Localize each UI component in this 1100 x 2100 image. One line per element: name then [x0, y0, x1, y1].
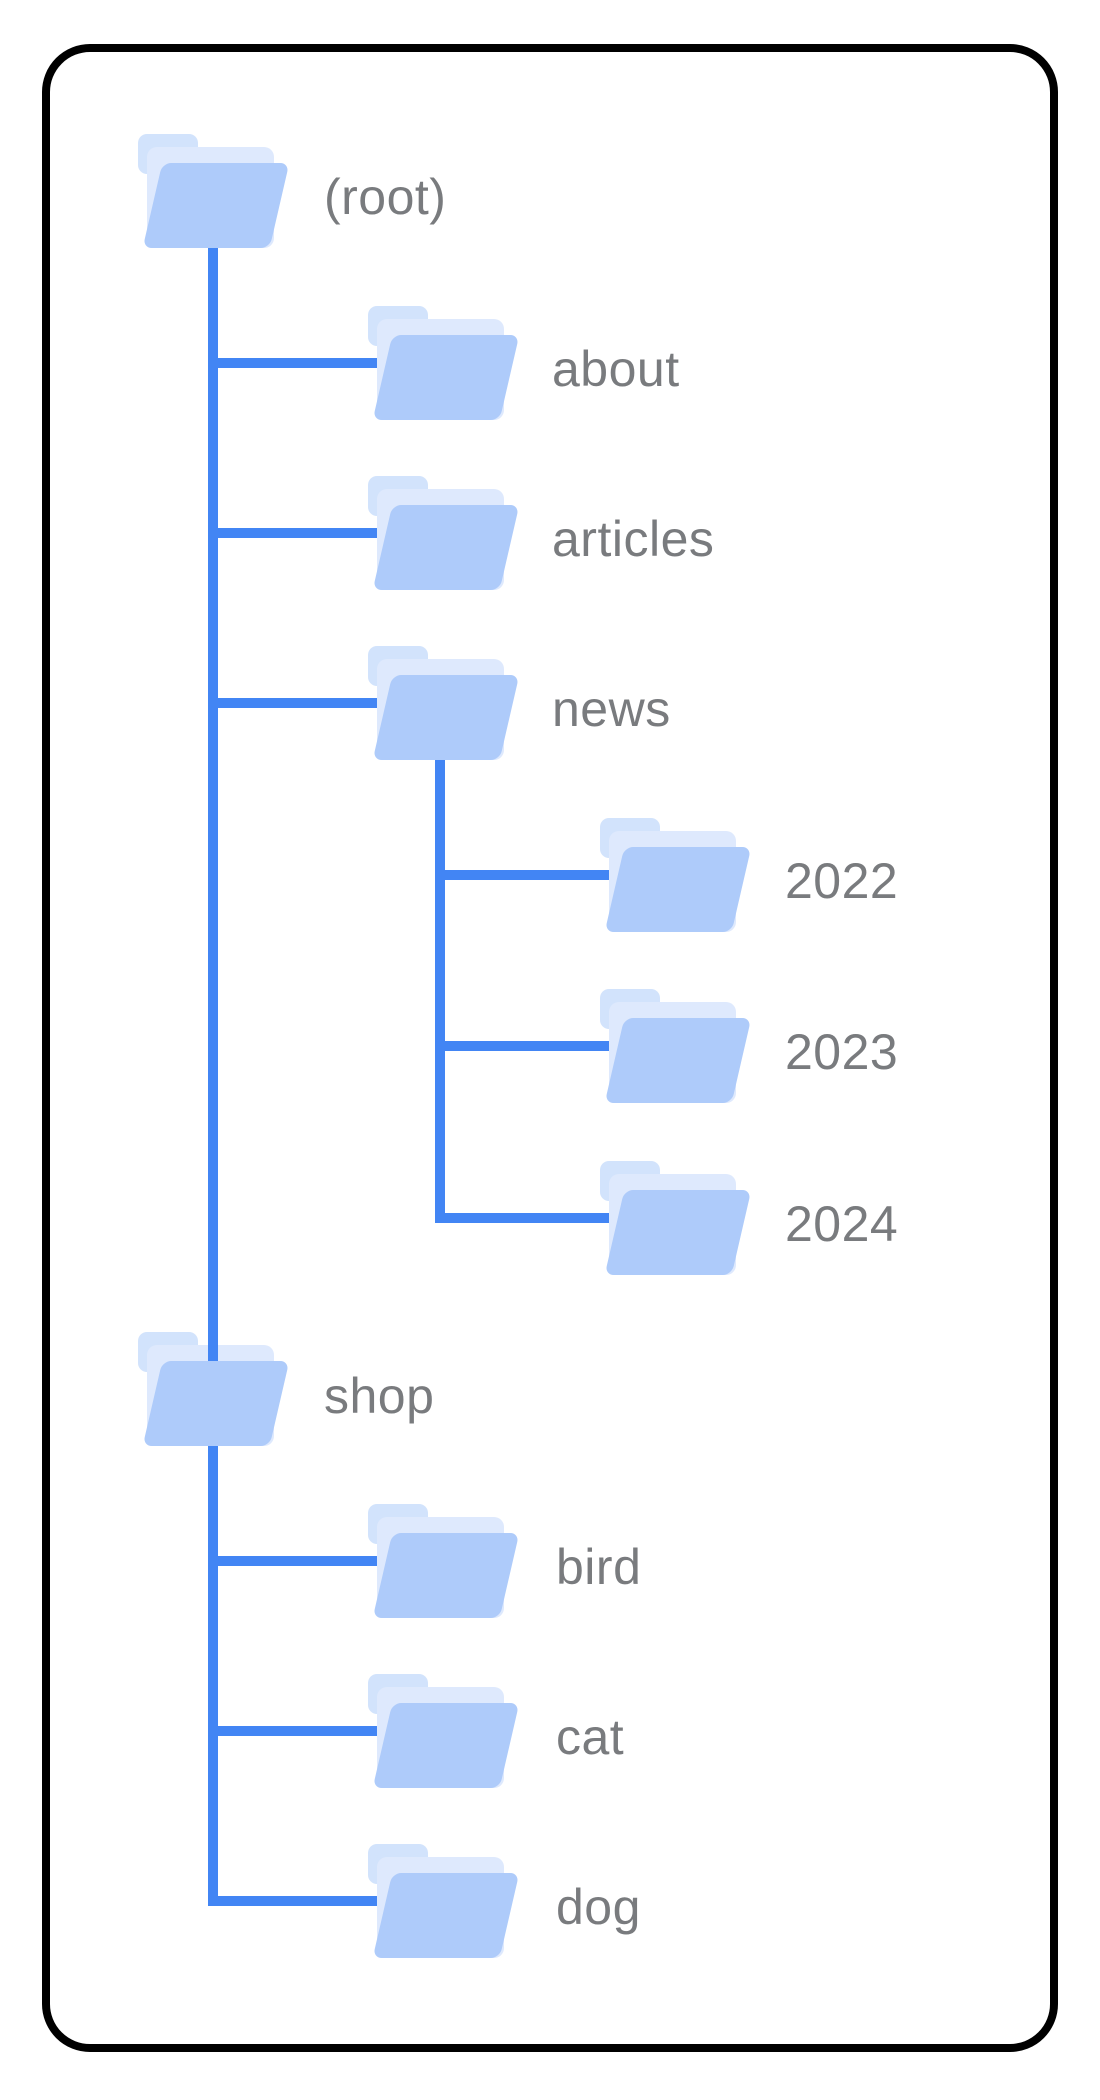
label-shop: shop: [324, 1368, 434, 1424]
tree-node-bird: [368, 1504, 520, 1618]
label-articles: articles: [552, 511, 714, 567]
label-2024: 2024: [785, 1196, 898, 1252]
tree-node-about: [368, 306, 520, 420]
label-bird: bird: [556, 1539, 641, 1595]
folder-icon-shop-front: [142, 1361, 290, 1446]
label-2023: 2023: [785, 1024, 898, 1080]
tree-node-2022: [600, 818, 752, 932]
tree-connectors: [208, 240, 640, 1906]
tree-node-2023: [600, 989, 752, 1103]
label-cat: cat: [556, 1709, 624, 1765]
tree-node-cat: [368, 1674, 520, 1788]
tree-node-2024: [600, 1161, 752, 1275]
label-root: (root): [324, 169, 446, 225]
tree-node-root: [138, 134, 290, 248]
connector-news-trunk: [435, 750, 640, 1223]
tree-node-news: [368, 646, 520, 760]
label-2022: 2022: [785, 853, 898, 909]
label-news: news: [552, 681, 671, 737]
label-about: about: [552, 341, 680, 397]
label-dog: dog: [556, 1879, 641, 1935]
tree-node-dog: [368, 1844, 520, 1958]
tree-node-articles: [368, 476, 520, 590]
connector-root-trunk: [208, 240, 405, 1906]
